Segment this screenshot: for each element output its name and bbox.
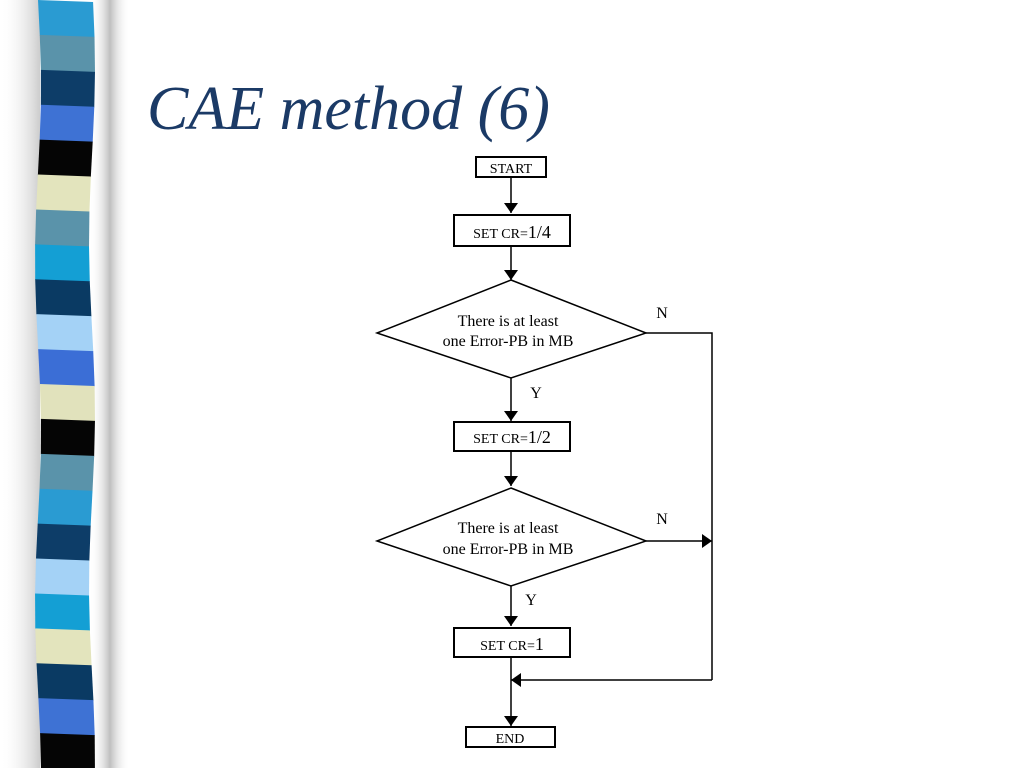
- decision-2-line-2: one Error-PB in MB: [443, 541, 574, 558]
- stripe-band: [39, 384, 95, 422]
- decision-1-line-1: There is at least: [458, 313, 559, 330]
- decision-2-no-label: N: [656, 511, 668, 528]
- end-label: END: [496, 732, 525, 747]
- decision-2-line-1: There is at least: [458, 520, 559, 537]
- set-full-value: 1: [535, 634, 544, 654]
- stripe-right-shadow: [90, 0, 130, 768]
- set-full-prefix: SET CR=: [480, 639, 535, 654]
- stripe-band: [40, 733, 95, 771]
- decision-2-node: [374, 487, 649, 587]
- decision-1-node: [374, 279, 649, 379]
- set-half-node: [453, 421, 571, 452]
- set-quarter-label: SET CR=1/4: [473, 222, 551, 242]
- set-half-prefix: SET CR=: [473, 432, 528, 447]
- stripe-left-shadow: [0, 0, 40, 768]
- stripe-band: [37, 488, 93, 527]
- stripe-bar-graphic: [0, 0, 130, 771]
- stripe-band: [35, 244, 90, 282]
- start-node: [475, 156, 547, 178]
- start-label: START: [490, 162, 533, 177]
- stripe-band: [38, 698, 95, 736]
- set-quarter-node: [453, 214, 571, 247]
- stripe-band: [39, 34, 95, 73]
- stripe-band: [40, 418, 95, 457]
- stripe-band: [35, 209, 90, 247]
- set-half-value: 1/2: [528, 427, 551, 447]
- stripe-band: [39, 104, 95, 143]
- set-quarter-prefix: SET CR=: [473, 227, 528, 242]
- set-full-label: SET CR=1: [480, 634, 544, 654]
- stripe-band: [37, 139, 93, 178]
- flowchart-labels: START SET CR=1/4 There is at least one E…: [443, 162, 669, 747]
- stripe-band: [35, 628, 92, 666]
- end-node: [465, 726, 556, 748]
- set-quarter-value: 1/4: [528, 222, 551, 242]
- stripe-band: [36, 174, 91, 213]
- slide-title: CAE method (6): [147, 75, 550, 143]
- stripe-band: [35, 523, 91, 562]
- decision-1-no-label: N: [656, 305, 668, 322]
- flowchart-nodes: [374, 156, 649, 748]
- decision-1-yes-label: Y: [530, 385, 542, 402]
- decorative-stripe-bar: [0, 0, 130, 771]
- stripe-band: [36, 314, 94, 352]
- stripe-band: [39, 453, 95, 492]
- stripe-band: [38, 0, 95, 38]
- line-decision-1-no: [646, 332, 713, 680]
- decision-1-line-2: one Error-PB in MB: [443, 333, 574, 350]
- stripe-band: [35, 558, 90, 597]
- stripe-band: [36, 663, 94, 701]
- set-full-node: [453, 627, 571, 658]
- decision-2-yes-label: Y: [525, 592, 537, 609]
- stripe-band: [35, 593, 90, 631]
- flowchart-connectors: [504, 177, 713, 726]
- stripe-band: [38, 349, 95, 387]
- stripe-band: [40, 69, 95, 108]
- set-half-label: SET CR=1/2: [473, 427, 551, 447]
- stripe-band: [35, 279, 92, 317]
